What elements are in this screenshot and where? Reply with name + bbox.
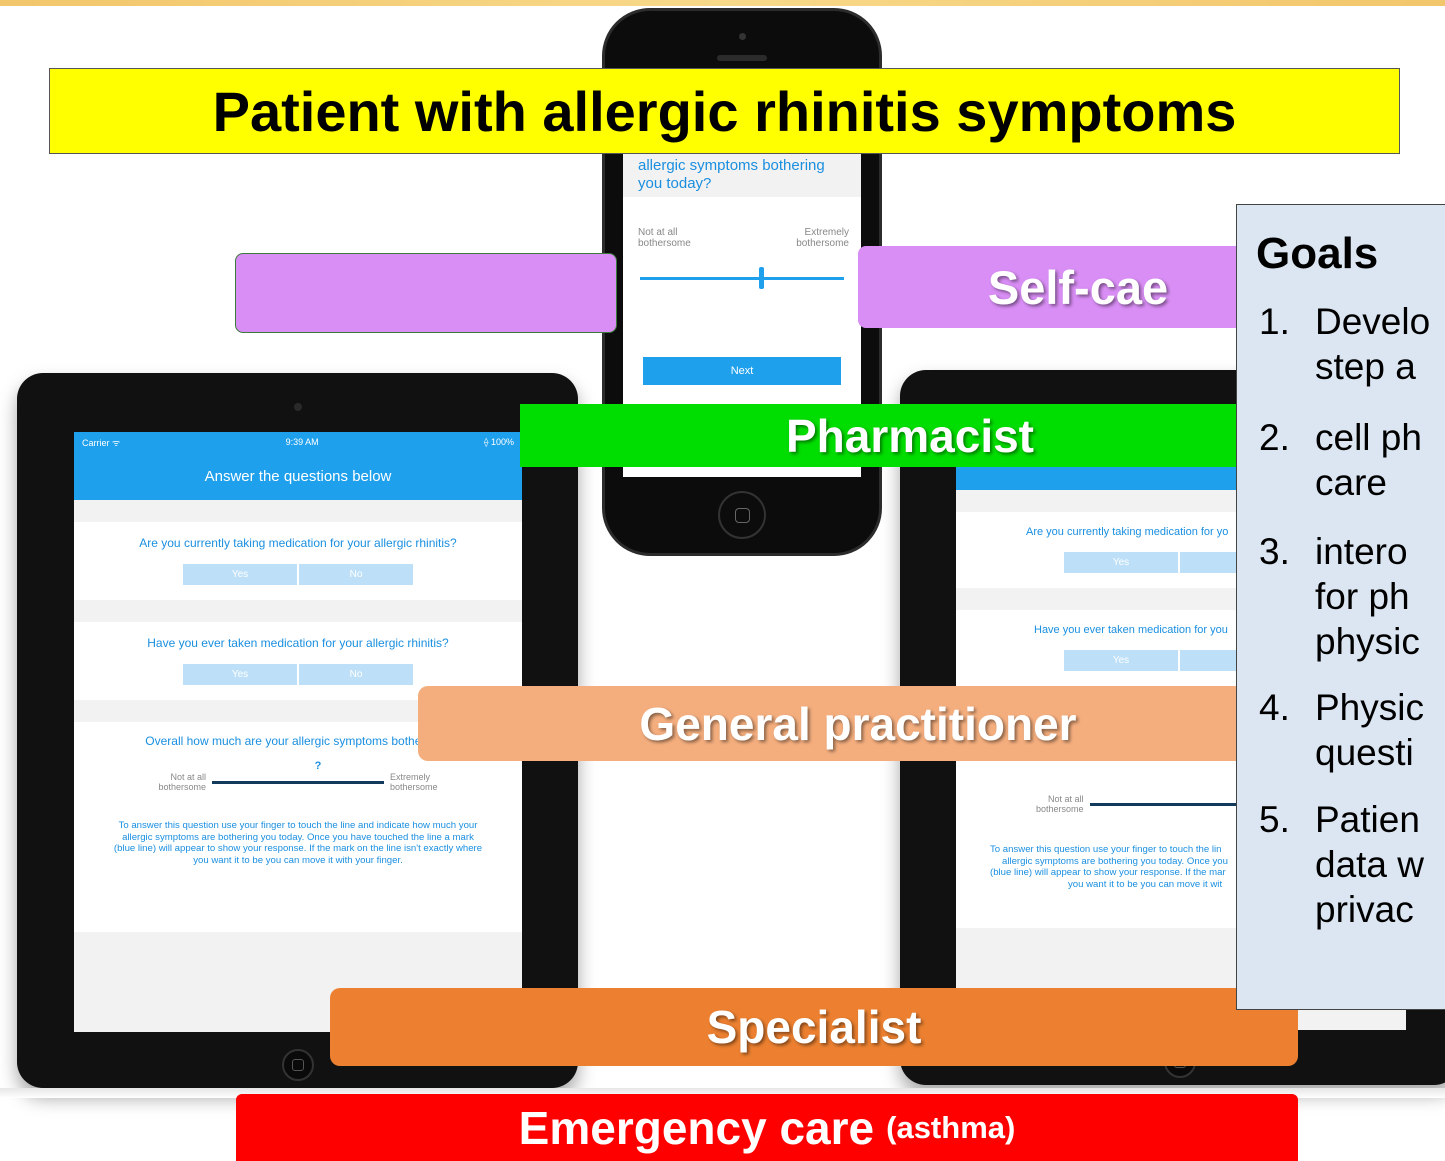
specialist-label: Specialist (706, 1001, 922, 1053)
self-care-label: Self-cae (987, 260, 1169, 314)
phone-next-button[interactable]: Next (643, 357, 841, 385)
emergency-care-label: Emergency care (518, 1101, 875, 1154)
phone-slider-thumb[interactable] (759, 267, 764, 289)
phone-question-text: allergic symptoms bothering you today? (638, 157, 825, 192)
left-tablet-camera (294, 403, 302, 411)
phone-camera (739, 33, 746, 40)
app-header: Answer the questions below (74, 452, 522, 500)
slider-value-mark: ? (314, 760, 322, 772)
goal-item-2: 2.cell ph care (1259, 417, 1422, 503)
goal-item-4: 4.Physic questi (1259, 687, 1424, 773)
question-2-text: Have you ever taken medication for your … (147, 636, 449, 650)
goal-item-1: 1.Develo step a (1259, 301, 1431, 387)
q2-no-button[interactable]: No (299, 664, 413, 685)
carrier-label: Carrier ᯤ (82, 437, 121, 448)
specialist-band: Specialist (330, 988, 1298, 1066)
self-care-band: Self-cae (858, 246, 1298, 328)
left-tablet-screen: Carrier ᯤ 9:39 AM ⟠ 100% Answer the ques… (74, 432, 522, 1032)
slider-help-text: To answer this question use your finger … (113, 820, 483, 866)
q2-yes-button[interactable]: Yes (183, 664, 297, 685)
right-severity-slider[interactable] (1089, 802, 1260, 806)
time-label: 9:39 AM (285, 437, 319, 447)
emergency-care-band: Emergency care (asthma) (236, 1094, 1298, 1161)
pharmacist-band: Pharmacist (520, 404, 1300, 467)
general-practitioner-band: General practitioner (418, 686, 1298, 761)
battery-label: ⟠ 100% (484, 436, 514, 447)
q1-yes-button[interactable]: Yes (183, 564, 297, 585)
left-tablet-home-button[interactable] (282, 1049, 314, 1081)
general-practitioner-label: General practitioner (639, 697, 1077, 750)
question-1-text: Are you currently taking medication for … (139, 536, 457, 550)
goals-panel: Goals 1.Develo step a 2.cell ph care 3.i… (1236, 204, 1445, 1010)
status-bar: Carrier ᯤ 9:39 AM ⟠ 100% (74, 432, 522, 452)
question-1-block: Are you currently taking medication for … (74, 522, 522, 600)
goal-item-5: 5.Patien data w privac (1259, 799, 1425, 930)
phone-speaker (717, 55, 767, 61)
top-accent-bar (0, 0, 1445, 6)
right-q2-yes-button[interactable]: Yes (1064, 650, 1178, 671)
goal-item-3: 3.intero for ph physic (1259, 531, 1420, 662)
phone-home-button[interactable] (718, 491, 766, 539)
page-title: Patient with allergic rhinitis symptoms (49, 68, 1400, 154)
self-care-band-left (235, 253, 617, 333)
goals-heading: Goals (1256, 229, 1379, 278)
right-q1-yes-button[interactable]: Yes (1064, 552, 1178, 573)
app-header-title: Answer the questions below (204, 467, 392, 485)
pharmacist-label: Pharmacist (785, 409, 1034, 462)
left-tablet: Carrier ᯤ 9:39 AM ⟠ 100% Answer the ques… (17, 373, 578, 1088)
right-question-2-text: Have you ever taken medication for you (1034, 624, 1228, 636)
question-3-text: Overall how much are your allergic sympt… (145, 734, 451, 748)
right-question-1-text: Are you currently taking medication for … (1026, 526, 1229, 538)
emergency-care-note: (asthma) (886, 1109, 1016, 1145)
bottom-shadow (0, 1088, 1445, 1098)
phone-slider[interactable] (640, 277, 844, 280)
q1-no-button[interactable]: No (299, 564, 413, 585)
right-slider-help-text: To answer this question use your finger … (990, 844, 1228, 890)
severity-slider[interactable] (212, 780, 384, 784)
